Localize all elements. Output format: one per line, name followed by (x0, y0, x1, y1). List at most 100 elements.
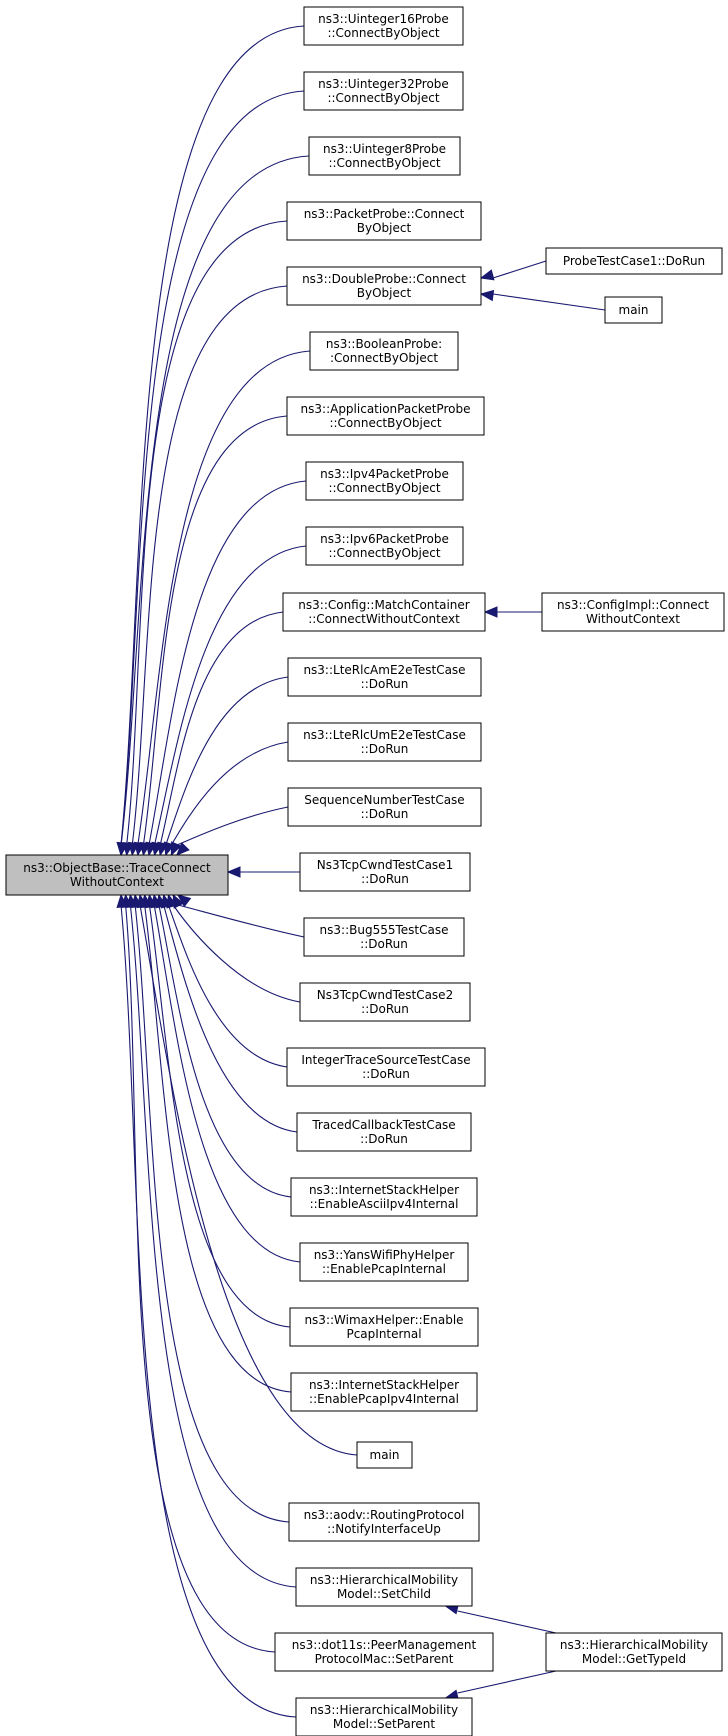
node-ns3-applicationpacketprobe-connectbyobject-n7[interactable]: ns3::ApplicationPacketProbe::ConnectByOb… (286, 396, 485, 436)
node-ns3tcpcwndtestcase1-dorun-n14[interactable]: Ns3TcpCwndTestCase1::DoRun (299, 852, 471, 892)
edge-n26-to-focus (125, 904, 276, 1653)
node-ns3-hierarchicalmobility-model-setparent-n27[interactable]: ns3::HierarchicalMobilityModel::SetParen… (295, 1697, 473, 1736)
node-box (286, 396, 485, 436)
node-box (290, 1372, 478, 1412)
edge-n12-to-focus (170, 741, 289, 846)
node-box (299, 852, 471, 892)
edges-layer (116, 25, 606, 1718)
node-box (299, 982, 471, 1022)
edge-n17-to-focus (167, 904, 288, 1068)
edge-n10-to-focus (159, 611, 284, 846)
node-tracedcallbacktestcase-dorun-n18[interactable]: TracedCallbackTestCase::DoRun (296, 1112, 472, 1152)
edge-n21-to-focus (148, 904, 291, 1328)
node-ns3-bug555testcase-dorun-n15[interactable]: ns3::Bug555TestCase::DoRun (303, 917, 465, 957)
node-box (274, 1632, 494, 1672)
node-label-line: ::ConnectByObject (328, 481, 440, 495)
edge-n9-to-focus (153, 545, 307, 846)
node-ns3-config-matchcontainer-connectwithoutcontext-n10[interactable]: ns3::Config::MatchContainer::ConnectWith… (282, 592, 486, 632)
node-label-line: :ConnectByObject (330, 351, 438, 365)
edge-n8-to-focus (148, 480, 307, 846)
node-ns3-doubleprobe-connect-byobject-n5[interactable]: ns3::DoubleProbe::ConnectByObject (286, 266, 482, 306)
node-label-line: ::DoRun (360, 1132, 408, 1146)
arrowhead-r1-to-n5 (479, 269, 495, 281)
node-ns3-uinteger32probe-connectbyobject-n2[interactable]: ns3::Uinteger32Probe::ConnectByObject (303, 71, 464, 111)
edge-n19-to-focus (158, 904, 292, 1198)
node-label-line: ns3::aodv::RoutingProtocol (304, 1508, 465, 1522)
node-label-line: ns3::Uinteger32Probe (318, 77, 449, 91)
node-box (282, 592, 486, 632)
node-main-n23[interactable]: main (356, 1441, 413, 1469)
edge-n7-to-focus (142, 415, 288, 846)
node-box (5, 854, 229, 896)
node-ns3-dot11s-peermanagement-protocolmac-setparent-n26[interactable]: ns3::dot11s::PeerManagementProtocolMac::… (274, 1632, 494, 1672)
node-label-line: ns3::InternetStackHelper (309, 1183, 459, 1197)
node-label-line: ::ConnectByObject (329, 416, 441, 430)
node-box (545, 1632, 723, 1672)
edge-n18-to-focus (163, 904, 298, 1133)
node-label-line: ::EnablePcapIpv4Internal (309, 1392, 459, 1406)
node-label-line: PcapInternal (346, 1327, 421, 1341)
node-label-line: ns3::dot11s::PeerManagement (292, 1638, 477, 1652)
arrowhead-n12-to-focus (170, 841, 182, 857)
node-box (604, 296, 663, 324)
arrowhead-n13-to-focus (175, 842, 190, 856)
node-ns3-configimpl-connect-withoutcontext-r3[interactable]: ns3::ConfigImpl::ConnectWithoutContext (541, 592, 725, 632)
node-ns3-booleanprobe-connectbyobject-n6[interactable]: ns3::BooleanProbe::ConnectByObject (309, 331, 459, 371)
node-probetestcase1-dorun-r1[interactable]: ProbeTestCase1::DoRun (545, 247, 723, 275)
node-label-line: ::DoRun (360, 937, 408, 951)
focus-node: ns3::ObjectBase::TraceConnectWithoutCont… (5, 854, 229, 896)
edge-r1-to-n5 (492, 260, 547, 279)
node-ns3-yanswifiphyhelper-enablepcapinternal-n20[interactable]: ns3::YansWifiPhyHelper::EnablePcapIntern… (299, 1242, 469, 1282)
node-ns3tcpcwndtestcase2-dorun-n16[interactable]: Ns3TcpCwndTestCase2::DoRun (299, 982, 471, 1022)
node-label-line: ns3::Ipv4PacketProbe (320, 467, 449, 481)
node-label-line: ::DoRun (361, 807, 409, 821)
node-label-line: ::DoRun (361, 742, 409, 756)
node-label-line: ProbeTestCase1::DoRun (563, 254, 705, 268)
node-label-line: ns3::Bug555TestCase (320, 923, 449, 937)
node-ns3-lterlcume2etestcase-dorun-n12[interactable]: ns3::LteRlcUmE2eTestCase::DoRun (287, 722, 482, 762)
arrowhead-r2-to-n5 (479, 289, 495, 302)
node-box (295, 1567, 473, 1607)
node-label-line: IntegerTraceSourceTestCase (301, 1053, 470, 1067)
node-box (296, 1112, 472, 1152)
node-label-line: ::NotifyInterfaceUp (327, 1522, 441, 1536)
node-label-line: ::ConnectByObject (328, 156, 440, 170)
node-ns3-lterlcame2etestcase-dorun-n11[interactable]: ns3::LteRlcAmE2eTestCase::DoRun (287, 657, 482, 697)
node-label-line: ::DoRun (361, 677, 409, 691)
node-box (303, 6, 464, 46)
node-box (303, 917, 465, 957)
node-sequencenumbertestcase-dorun-n13[interactable]: SequenceNumberTestCase::DoRun (287, 787, 482, 827)
node-box (287, 787, 482, 827)
edge-n4-to-focus (126, 220, 288, 846)
node-box (541, 592, 725, 632)
node-label-line: ns3::ApplicationPacketProbe (301, 402, 471, 416)
node-box (545, 247, 723, 275)
node-label-line: Ns3TcpCwndTestCase2 (317, 988, 453, 1002)
node-label-line: ns3::LteRlcUmE2eTestCase (303, 728, 466, 742)
node-box (356, 1441, 413, 1469)
node-ns3-wimaxhelper-enable-pcapinternal-n21[interactable]: ns3::WimaxHelper::EnablePcapInternal (289, 1307, 479, 1347)
node-ns3-ipv6packetprobe-connectbyobject-n9[interactable]: ns3::Ipv6PacketProbe::ConnectByObject (305, 526, 464, 566)
node-ns3-aodv-routingprotocol-notifyinterfaceup-n24[interactable]: ns3::aodv::RoutingProtocol::NotifyInterf… (288, 1502, 480, 1542)
node-label-line: Model::SetParent (333, 1717, 436, 1731)
node-label-line: ns3::HierarchicalMobility (560, 1638, 708, 1652)
node-label-line: ns3::Uinteger16Probe (318, 12, 449, 26)
node-label-line: ns3::WimaxHelper::Enable (304, 1313, 463, 1327)
node-ns3-hierarchicalmobility-model-gettypeid-r4[interactable]: ns3::HierarchicalMobilityModel::GetTypeI… (545, 1632, 723, 1672)
node-ns3-uinteger8probe-connectbyobject-n3[interactable]: ns3::Uinteger8Probe::ConnectByObject (308, 136, 461, 176)
arrowhead-n15-to-focus (176, 894, 192, 908)
node-ns3-ipv4packetprobe-connectbyobject-n8[interactable]: ns3::Ipv4PacketProbe::ConnectByObject (305, 461, 464, 501)
node-box (299, 1242, 469, 1282)
node-ns3-uinteger16probe-connectbyobject-n1[interactable]: ns3::Uinteger16Probe::ConnectByObject (303, 6, 464, 46)
node-label-line: ::ConnectByObject (328, 546, 440, 560)
node-label-line: ns3::Config::MatchContainer (298, 598, 469, 612)
node-ns3-internetstackhelper-enablepcapipv4internal-n22[interactable]: ns3::InternetStackHelper::EnablePcapIpv4… (290, 1372, 478, 1412)
node-integertracesourcetestcase-dorun-n17[interactable]: IntegerTraceSourceTestCase::DoRun (286, 1047, 486, 1087)
edge-n6-to-focus (137, 350, 311, 846)
node-main-r2[interactable]: main (604, 296, 663, 324)
node-ns3-internetstackhelper-enableasciiipv4internal-n19[interactable]: ns3::InternetStackHelper::EnableAsciiIpv… (290, 1177, 478, 1217)
node-label-line: ::EnableAsciiIpv4Internal (310, 1197, 459, 1211)
node-ns3-packetprobe-connect-byobject-n4[interactable]: ns3::PacketProbe::ConnectByObject (286, 201, 482, 241)
node-label-line: ns3::ConfigImpl::Connect (557, 598, 709, 612)
